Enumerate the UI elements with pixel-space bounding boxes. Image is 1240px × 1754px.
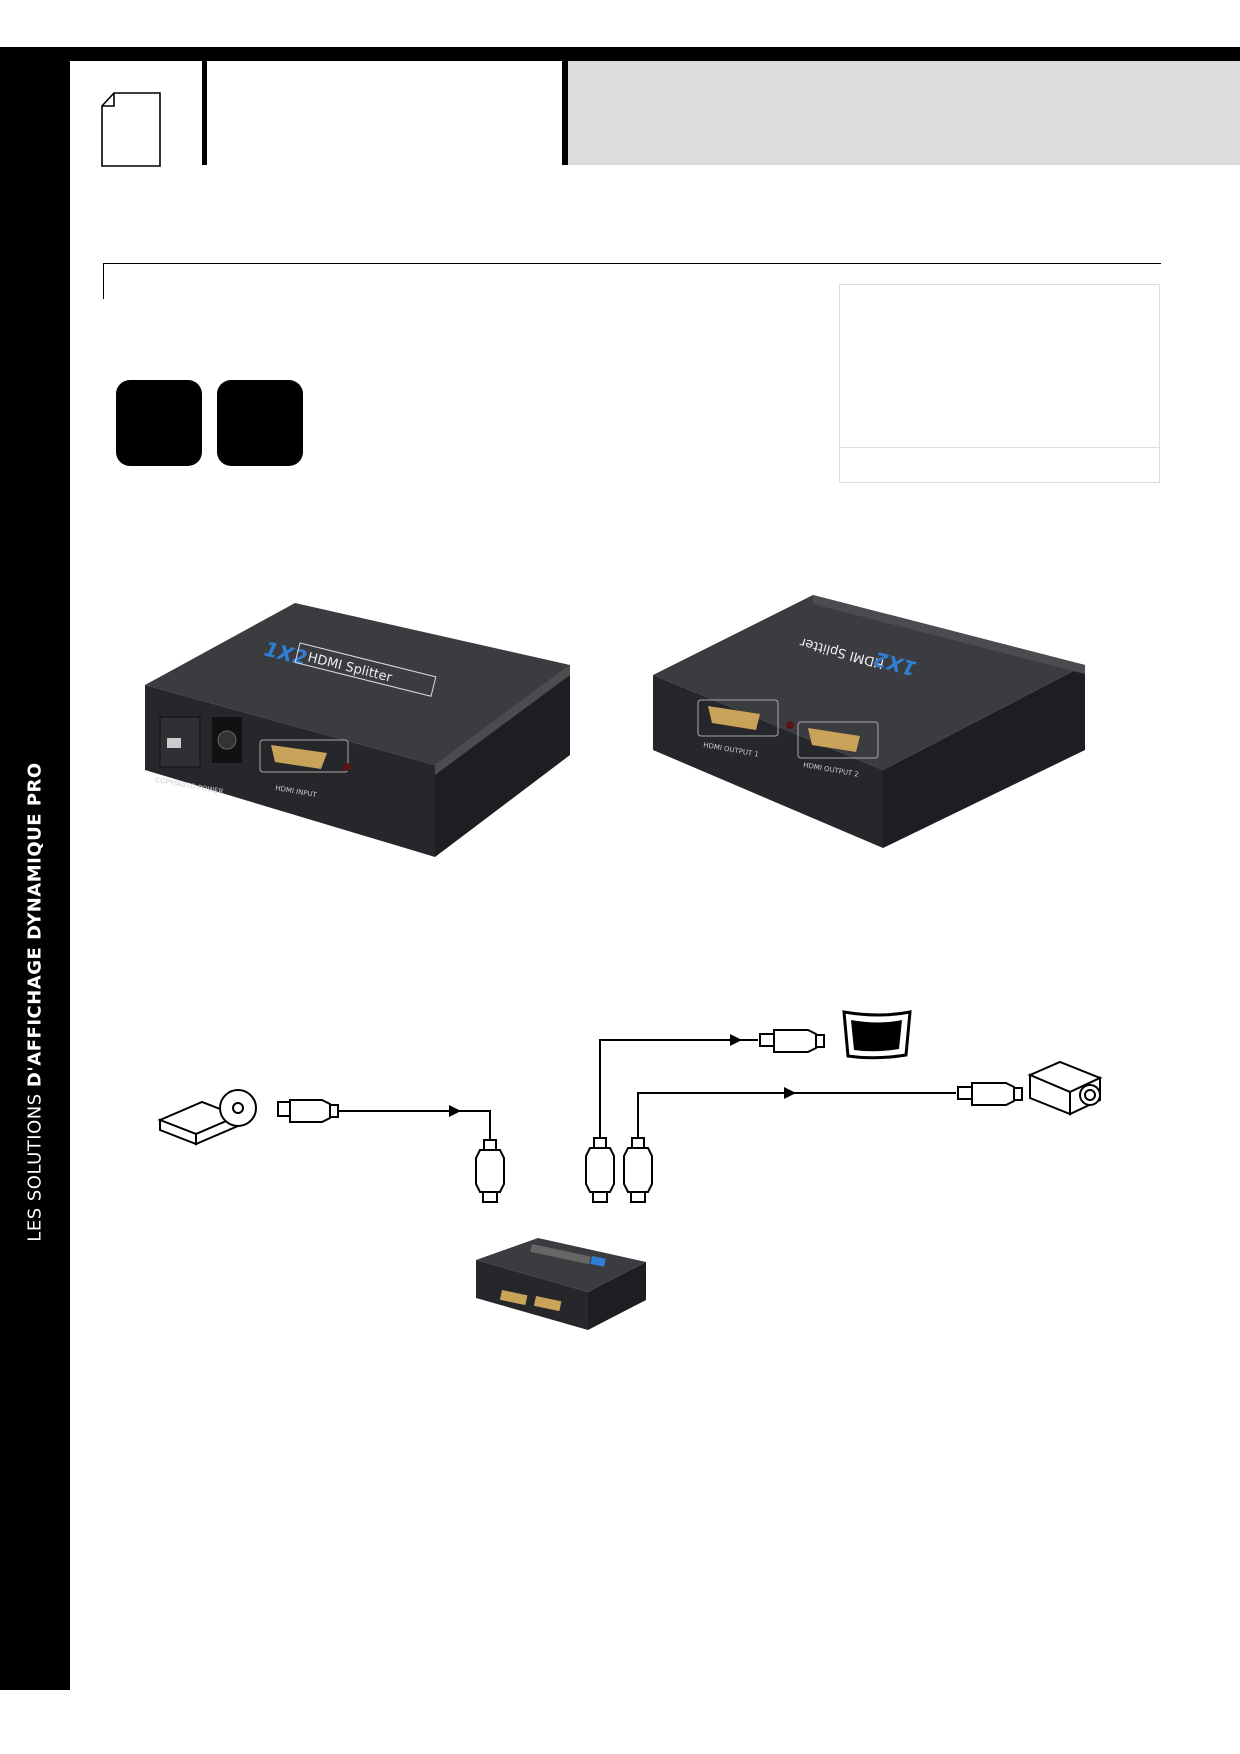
arrow-icon xyxy=(784,1087,796,1099)
spec-box xyxy=(839,284,1160,483)
top-header-bar xyxy=(0,47,1240,61)
document-icon xyxy=(101,92,161,167)
hdmi-plug-icon xyxy=(759,1029,825,1053)
header-divider-2 xyxy=(562,61,568,165)
spec-box-divider xyxy=(840,447,1159,448)
arrow-icon xyxy=(449,1105,461,1117)
badge-1 xyxy=(116,380,202,466)
hdmi-plug-icon xyxy=(623,1137,653,1203)
section-rule xyxy=(103,263,1161,264)
hdmi-plug-icon xyxy=(585,1137,615,1203)
hdmi-plug-icon xyxy=(475,1139,505,1203)
sidebar-title: LES SOLUTIONS D'AFFICHAGE DYNAMIQUE PRO xyxy=(24,762,46,1242)
product-photo-front: 1X2 HDMI Splitter COPY/AUTO POWER HDMI I… xyxy=(145,603,570,857)
sidebar: LES SOLUTIONS D'AFFICHAGE DYNAMIQUE PRO xyxy=(0,47,70,1690)
hdmi-plug-icon xyxy=(957,1082,1023,1106)
header-divider-1 xyxy=(202,61,207,165)
projector-icon xyxy=(1027,1060,1103,1116)
product-photo-back: HDMI Splitter 1X2 HDMI OUTPUT 1 HDMI OUT… xyxy=(653,595,1085,848)
splitter-device-image xyxy=(476,1238,646,1330)
header-grey-band xyxy=(568,61,1240,165)
connection-diagram xyxy=(157,1010,1103,1330)
badge-2 xyxy=(217,380,303,466)
dvd-player-icon xyxy=(157,1089,257,1146)
hdmi-plug-icon xyxy=(277,1099,339,1123)
tv-icon xyxy=(842,1010,912,1060)
section-rule-tick xyxy=(103,263,104,299)
arrow-icon xyxy=(730,1034,742,1046)
